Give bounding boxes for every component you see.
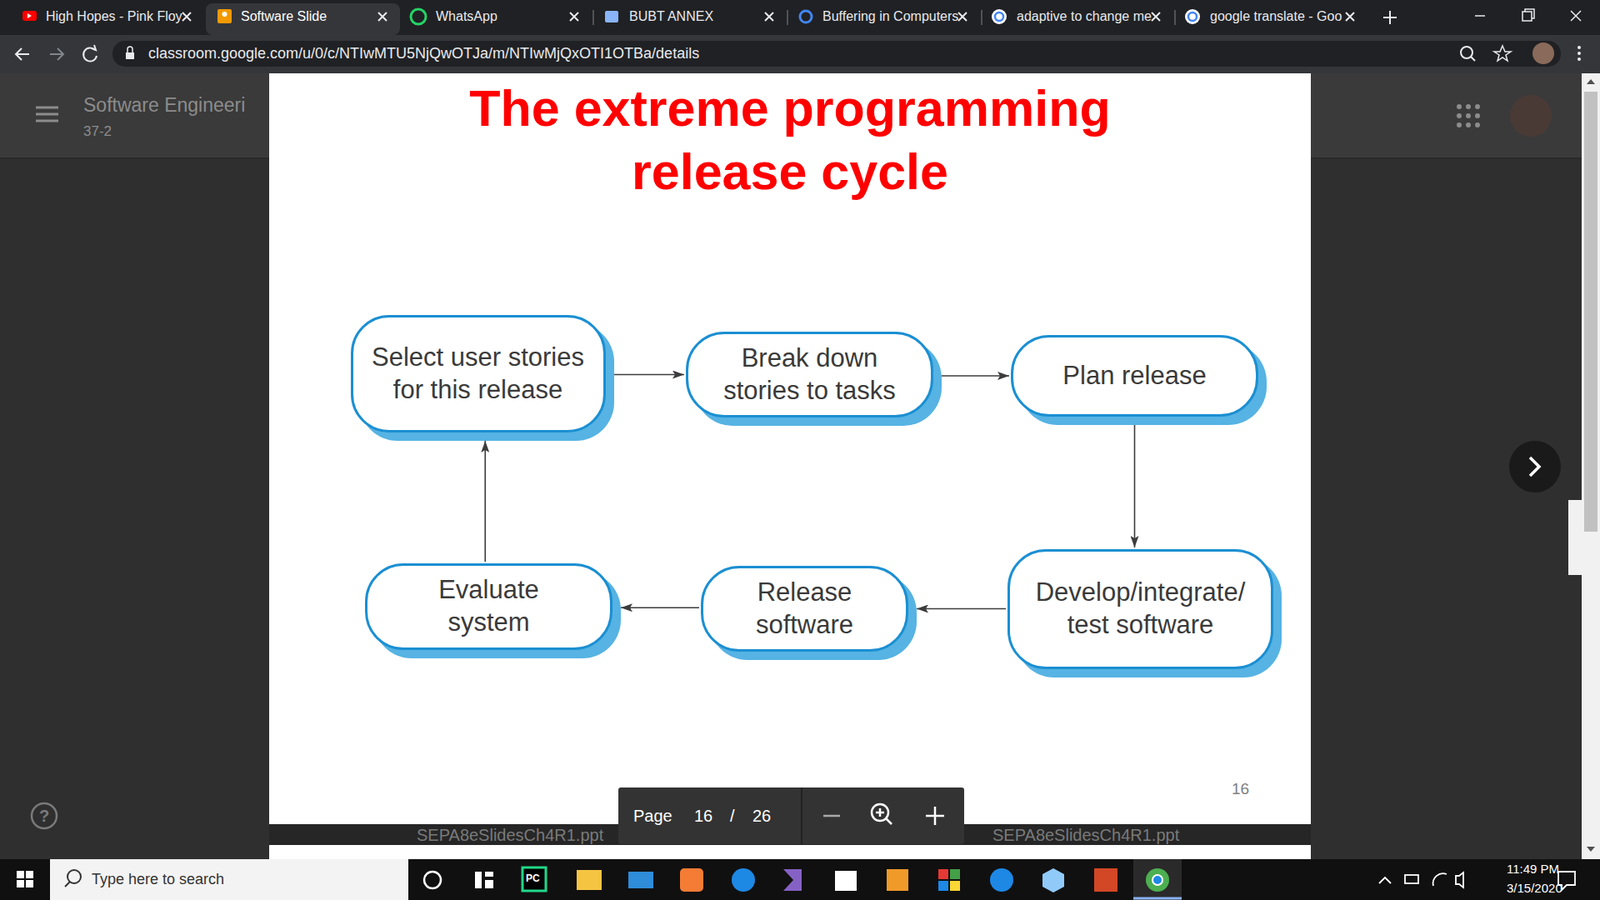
search-placeholder: Type here to search [91, 870, 225, 889]
flow-arrow [941, 375, 1010, 377]
clock-date: 3/15/2020 [1506, 880, 1563, 895]
box-text: Evaluate system [414, 574, 565, 640]
scroll-thumb [1584, 91, 1598, 532]
tab-title: BUBT ANNEX [629, 9, 714, 25]
page-number: 16 [694, 806, 713, 826]
process-box: Develop/integrate/ test software [1007, 549, 1274, 670]
toolbar [0, 35, 1600, 74]
flow-arrow [614, 374, 685, 376]
zoom-out [823, 815, 840, 818]
scrollbar [1581, 73, 1600, 860]
tab-close [182, 12, 1355, 21]
flow-arrow [916, 608, 1006, 610]
tab-title: Buffering in Computers [822, 9, 959, 25]
clock-time: 11:49 PM [1506, 861, 1560, 876]
mail-icon [628, 871, 654, 889]
address-field [112, 40, 1561, 67]
flow-arrow [1134, 425, 1136, 548]
whatsapp-icon [410, 9, 426, 25]
apps-grid [1456, 104, 1480, 128]
app-icon-text: PC [525, 872, 540, 885]
slide [269, 73, 1311, 825]
active-app [1133, 859, 1182, 900]
tab-bar [0, 0, 1600, 35]
vs-icon [783, 869, 802, 891]
next-button [1509, 440, 1561, 493]
lock-icon [125, 52, 135, 60]
help-circle [31, 803, 57, 829]
page-separator: / [730, 806, 735, 826]
google-icon [1185, 9, 1200, 25]
zoom-in [925, 806, 945, 825]
site-icon [800, 10, 812, 23]
new-tab [1383, 10, 1397, 25]
help-icon: ? [39, 806, 50, 826]
task-view [475, 871, 494, 889]
site-icon [605, 10, 619, 23]
menu-icon [35, 107, 59, 121]
tab-title: High Hopes - Pink Floy [45, 9, 183, 25]
page-label: Page [633, 806, 673, 826]
bookmark-star [1494, 45, 1511, 61]
box-text: Develop/integrate/ test software [1025, 576, 1255, 642]
process-box: Select user stories for this release [350, 315, 606, 433]
google-icon [991, 9, 1007, 25]
menu-dots [1577, 45, 1581, 61]
tab-title: adaptive to change me [1016, 9, 1152, 25]
slide-number: 16 [1231, 780, 1250, 799]
teamviewer-icon [990, 868, 1014, 892]
powerpoint-icon [1094, 868, 1118, 892]
tab-separators [593, 10, 1175, 25]
file-name: SEPA8eSlidesCh4R1.ppt [992, 825, 1180, 845]
edge-icon [731, 868, 755, 892]
app-icon [680, 868, 704, 892]
box-text: Break down stories to tasks [705, 342, 915, 408]
url-text: classroom.google.com/u/0/c/NTIwMTU5NjQwO… [148, 45, 700, 63]
app-icon [1042, 868, 1065, 893]
zoom-icon [1460, 46, 1473, 59]
page-total: 26 [752, 806, 771, 826]
box-text: Plan release [1062, 360, 1206, 393]
next-slide [269, 845, 1311, 860]
course-section: 37-2 [83, 123, 112, 140]
page-control-bar [618, 787, 965, 845]
store-icon [835, 870, 857, 891]
tab-title: WhatsApp [435, 9, 498, 25]
file-name: SEPA8eSlidesCh4R1.ppt [416, 825, 604, 845]
process-box: Plan release [1010, 335, 1259, 417]
flow-arrow [484, 440, 486, 562]
app-icon [938, 869, 960, 891]
profile-avatar [1510, 95, 1552, 137]
process-box: Release software [700, 565, 909, 653]
tab-title: Software Slide [240, 9, 327, 25]
window-controls [1475, 9, 1581, 21]
process-box: Break down stories to tasks [685, 331, 934, 419]
sublime-icon [886, 869, 909, 891]
start-button [16, 870, 34, 888]
classroom-icon [217, 9, 232, 24]
tab-title: google translate - Goo [1210, 9, 1342, 25]
slide-title: The extreme programming release cycle [456, 76, 1124, 205]
profile-avatar [1532, 42, 1555, 65]
pycharm-icon [522, 867, 546, 891]
box-text: Release software [719, 576, 890, 642]
taskbar [0, 859, 1600, 900]
active-tab [205, 3, 400, 35]
cortana-icon [424, 871, 441, 889]
course-title: Software Engineeri [83, 94, 245, 117]
youtube-icon [22, 10, 37, 21]
box-text: Select user stories for this release [369, 341, 588, 407]
nav-buttons [15, 45, 97, 61]
process-box: Evaluate system [365, 563, 613, 650]
scroll-edge [1568, 500, 1582, 575]
explorer-icon [576, 870, 602, 890]
search-box [50, 859, 409, 900]
tray-icons [1379, 872, 1464, 888]
chrome-icon [1145, 868, 1170, 892]
flow-arrow [620, 606, 700, 609]
